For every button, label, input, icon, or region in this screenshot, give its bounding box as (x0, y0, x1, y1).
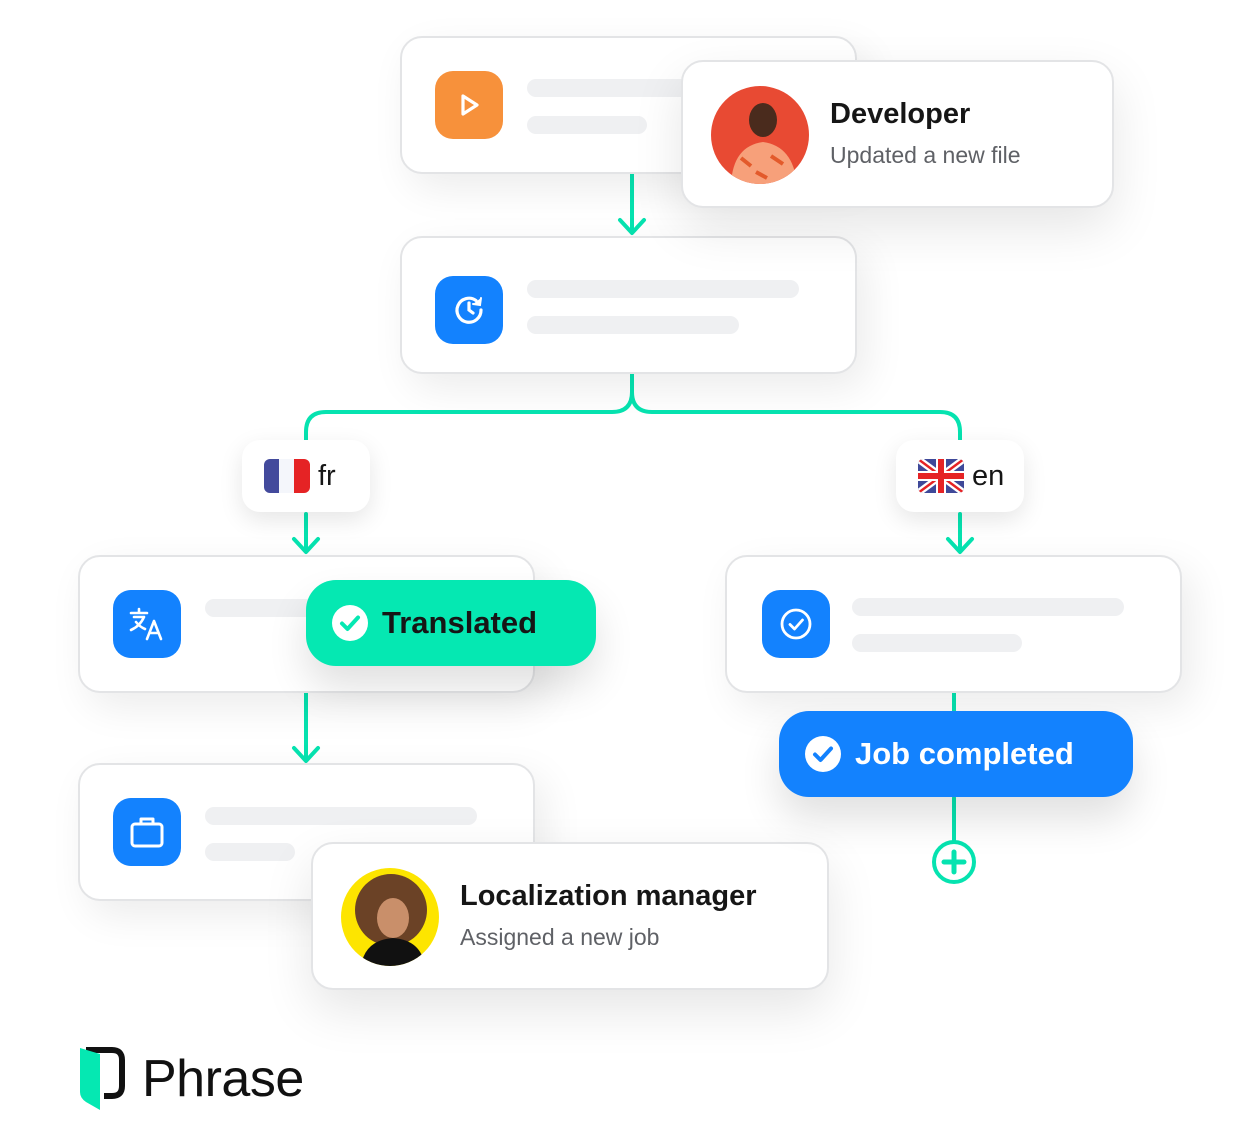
manager-title: Localization manager (460, 880, 757, 912)
france-flag-icon (264, 459, 310, 493)
skeleton-line (852, 634, 1022, 652)
branch-fr[interactable]: fr (242, 440, 370, 512)
job-completed-badge: Job completed (779, 711, 1133, 797)
skeleton-line (527, 116, 647, 134)
check-circle-icon (762, 590, 830, 658)
branch-en[interactable]: en (896, 440, 1024, 512)
check-circle-icon (805, 736, 841, 772)
branch-en-label: en (972, 459, 1005, 492)
skeleton-line (527, 280, 799, 298)
job-completed-label: Job completed (855, 736, 1074, 771)
phrase-logo-text: Phrase (142, 1050, 304, 1108)
phrase-logo: Phrase (80, 1046, 304, 1112)
skeleton-line (527, 316, 739, 334)
translated-badge: Translated (306, 580, 596, 666)
developer-title: Developer (830, 98, 971, 130)
manager-avatar (341, 868, 439, 966)
developer-notification[interactable]: Developer Updated a new file (681, 60, 1114, 208)
skeleton-line (205, 843, 295, 861)
uk-flag-icon (918, 459, 964, 493)
phrase-logo-icon (80, 1047, 125, 1110)
workflow-step-automation[interactable] (400, 236, 857, 374)
skeleton-line (205, 807, 477, 825)
developer-subtitle: Updated a new file (830, 142, 1021, 168)
plus-circle-icon (932, 840, 976, 884)
branch-fr-label: fr (318, 459, 336, 492)
arrowhead-review (946, 537, 974, 554)
arrowhead-automation (618, 218, 646, 235)
translate-icon (113, 590, 181, 658)
translated-label: Translated (382, 605, 538, 640)
skeleton-line (852, 598, 1124, 616)
clock-refresh-icon (435, 276, 503, 344)
arrowhead-job (292, 746, 320, 763)
play-icon (435, 71, 503, 139)
manager-notification[interactable]: Localization manager Assigned a new job (311, 842, 829, 990)
connector-branch-right (630, 390, 962, 442)
arrowhead-translate (292, 537, 320, 554)
check-circle-icon (332, 605, 368, 641)
connector-branch-split (304, 372, 634, 442)
developer-avatar (711, 86, 809, 184)
briefcase-icon (113, 798, 181, 866)
workflow-step-review[interactable] (725, 555, 1182, 693)
add-step-button[interactable] (930, 838, 978, 886)
manager-subtitle: Assigned a new job (460, 924, 660, 950)
